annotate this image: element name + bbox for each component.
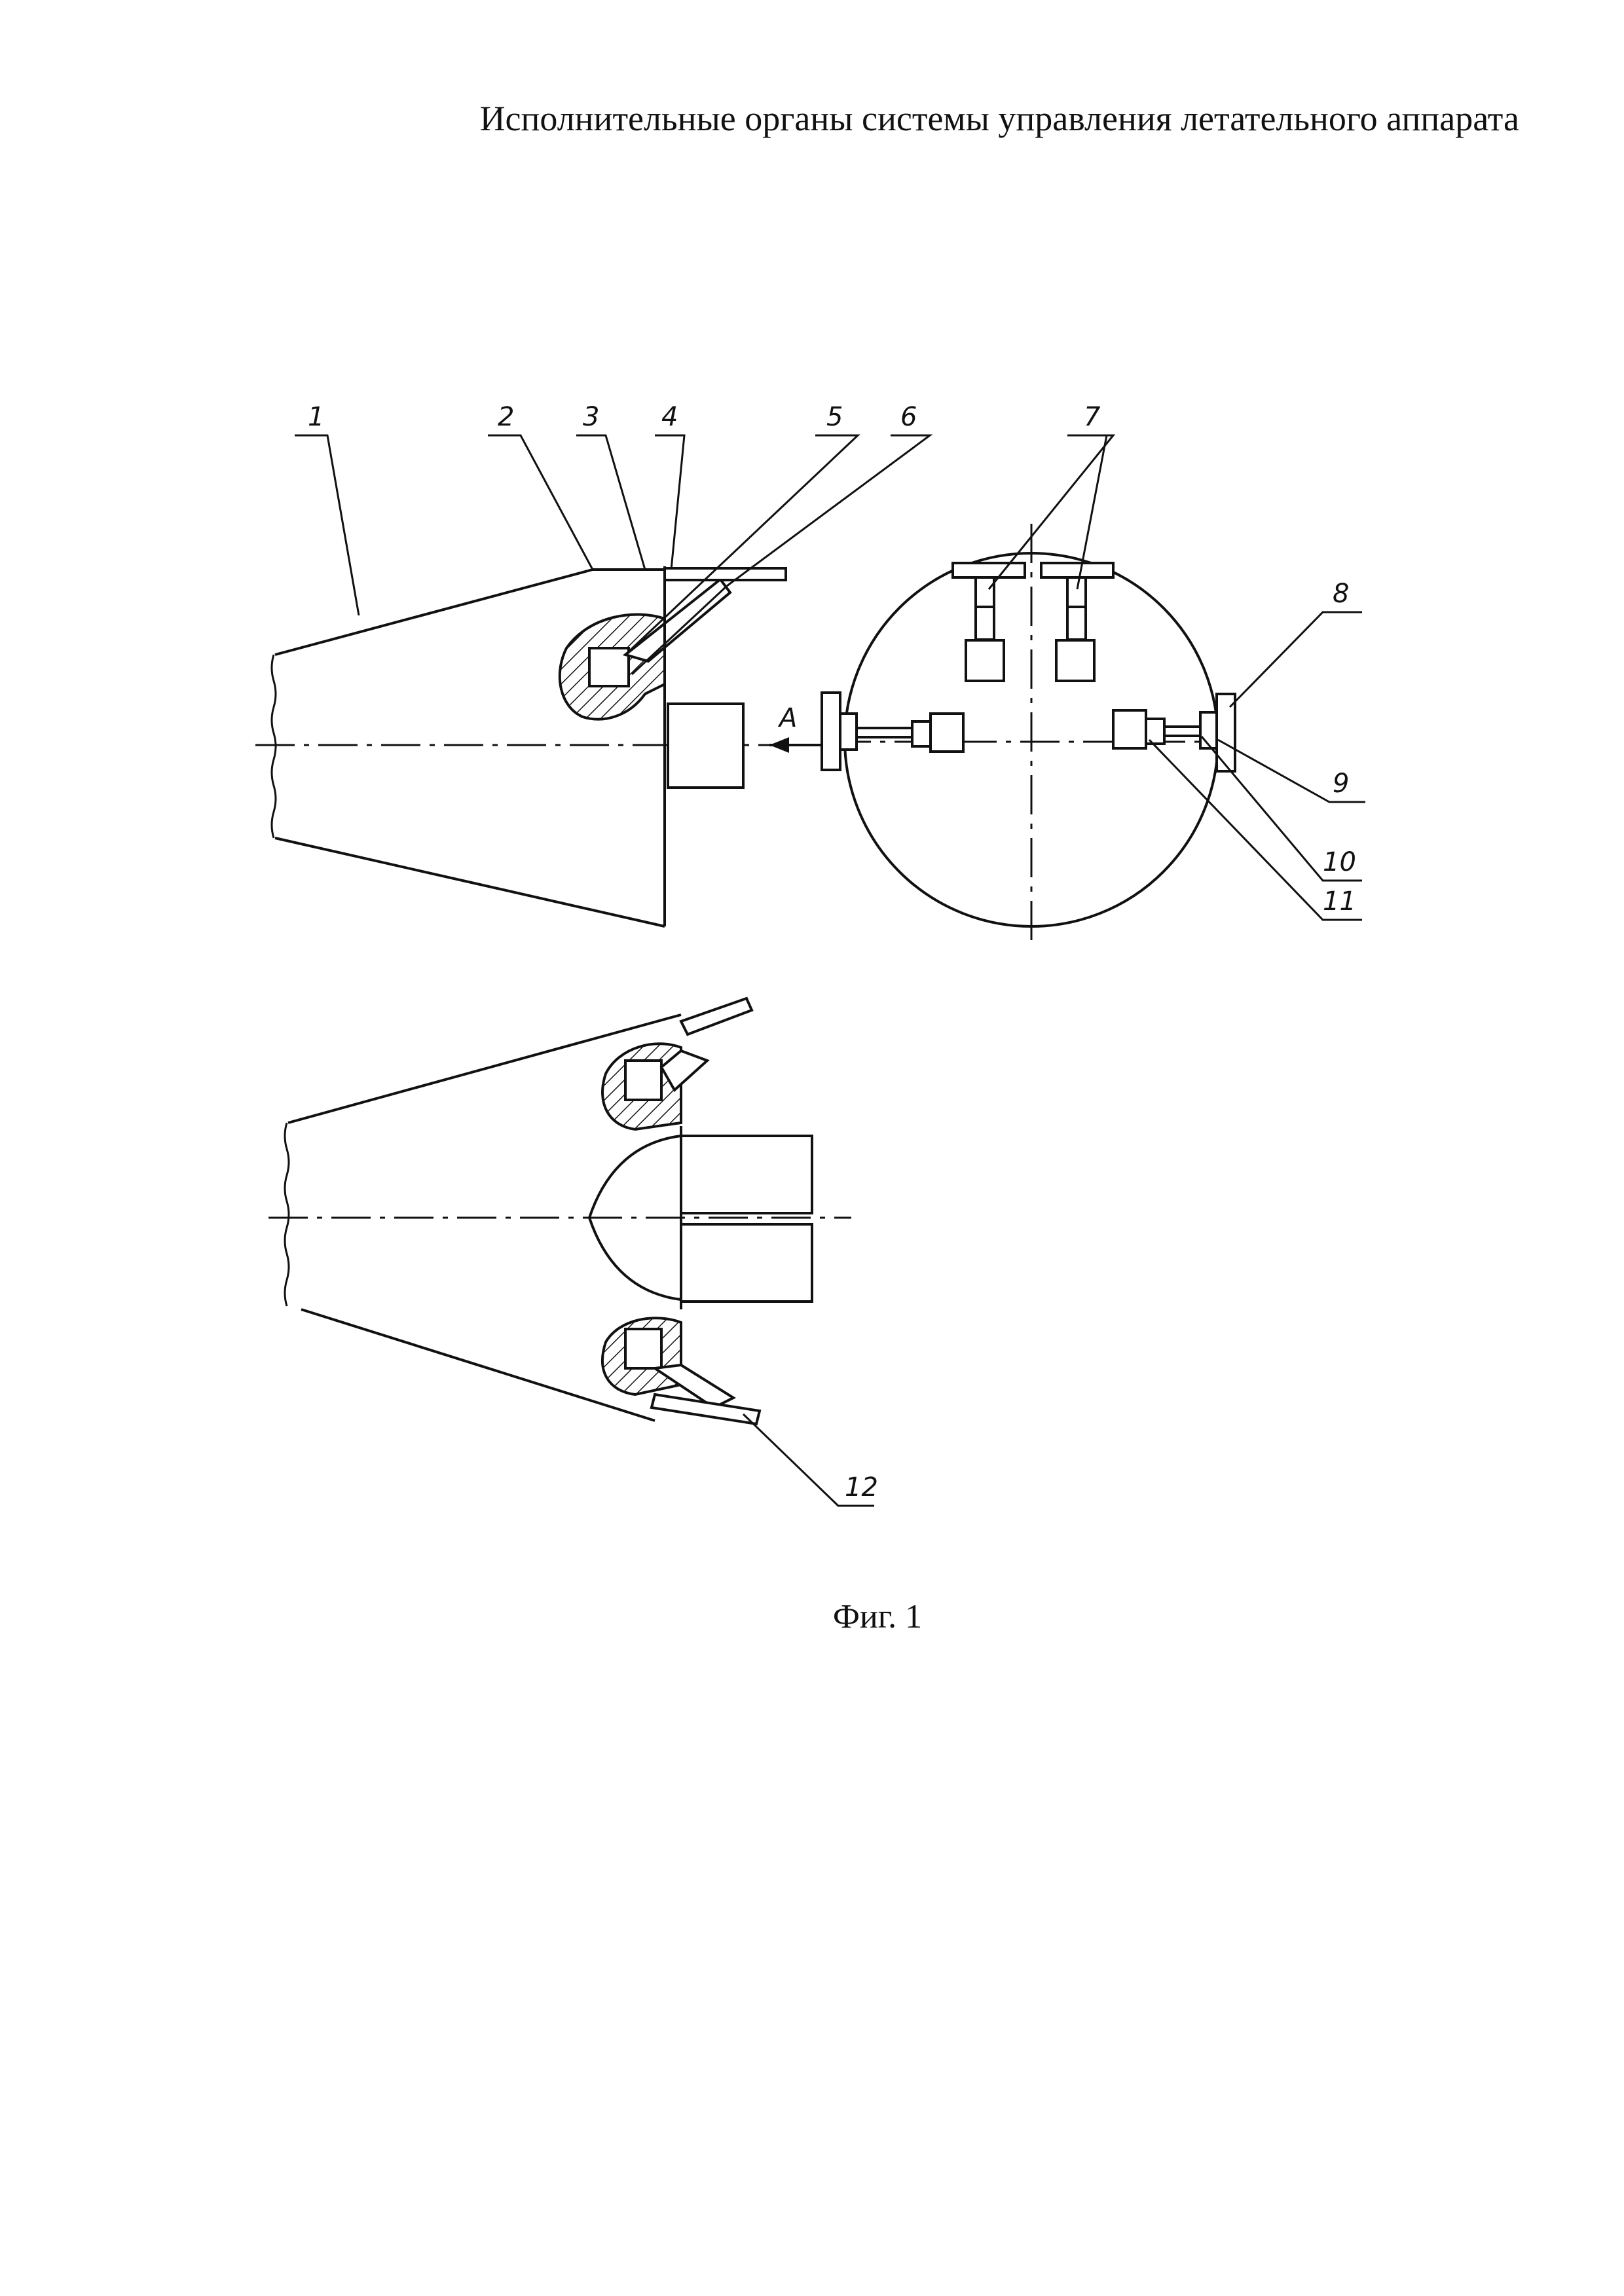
figure-caption: Фиг. 1 <box>832 1598 923 1635</box>
lower-nozzle-bottom <box>680 1223 813 1303</box>
callout-5: 5 <box>826 402 843 432</box>
right-actuator <box>1112 709 1147 750</box>
callout-11: 11 <box>1323 886 1356 917</box>
leader-lines <box>295 434 1365 1507</box>
top-actuator-right <box>1055 639 1096 682</box>
lower-body-top <box>287 1013 682 1124</box>
top-actuator <box>624 1059 663 1101</box>
lower-nozzle-top <box>680 1135 813 1214</box>
dome <box>587 1135 682 1301</box>
body-outline-bottom <box>274 837 665 928</box>
callout-9: 9 <box>1333 769 1349 799</box>
callout-1: 1 <box>308 402 324 432</box>
page-title: Исполнительные органы системы управления… <box>479 99 1519 138</box>
side-view: А <box>255 566 822 928</box>
bottom-actuator <box>624 1328 663 1370</box>
callout-12: 12 <box>845 1472 878 1503</box>
callout-6: 6 <box>900 402 917 432</box>
lower-body-bottom <box>301 1308 655 1422</box>
callout-4: 4 <box>661 402 678 432</box>
view-a <box>821 524 1236 943</box>
callout-8: 8 <box>1333 579 1349 609</box>
top-flap-right <box>1040 562 1115 579</box>
control-flap <box>663 567 787 581</box>
callout-2: 2 <box>498 402 514 432</box>
top-deployed-flap <box>679 996 754 1036</box>
lower-view <box>268 996 851 1426</box>
break-line <box>270 654 277 839</box>
top-actuator-left <box>965 639 1005 682</box>
left-actuator <box>929 712 965 753</box>
bottom-deployed-flap <box>650 1393 762 1426</box>
actuator-rod <box>622 577 732 663</box>
callout-10: 10 <box>1323 847 1356 877</box>
lower-break-line <box>284 1122 290 1307</box>
view-label: А <box>777 703 797 733</box>
top-flap-left <box>951 562 1026 579</box>
nozzle-block <box>667 702 745 789</box>
callout-3: 3 <box>583 402 599 432</box>
callout-labels: 1 2 3 4 5 6 7 8 9 10 11 12 <box>308 402 1356 1503</box>
actuator-block <box>588 647 630 687</box>
left-flap <box>821 691 841 771</box>
callout-7: 7 <box>1084 402 1101 432</box>
